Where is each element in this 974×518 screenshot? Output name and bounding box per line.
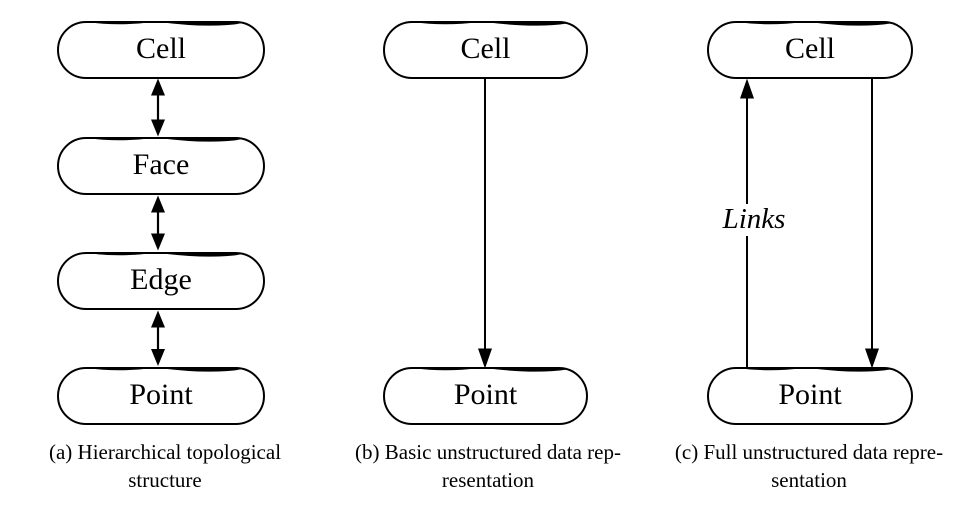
caption-line: (a) Hierarchical topological — [48, 440, 282, 464]
panel-c-down-arrow-cell-point — [865, 78, 879, 369]
node-label: Point — [129, 378, 193, 411]
panel-a-node-point: Point — [57, 367, 265, 425]
node-label: Point — [778, 378, 842, 411]
panel-a-double-arrow-cell-face — [151, 78, 165, 137]
caption-panel-a: (a) Hierarchical topological structure — [49, 438, 281, 494]
node-label: Edge — [130, 263, 192, 296]
node-label: Cell — [785, 32, 835, 65]
node-label: Face — [132, 148, 190, 181]
panel-c-node-point: Point — [707, 367, 913, 425]
panel-c-node-cell: Cell — [707, 21, 913, 79]
panel-a-node-face: Face — [57, 137, 265, 195]
panel-a-double-arrow-face-edge — [151, 195, 165, 251]
node-label: Cell — [460, 32, 511, 65]
panel-b-node-cell: Cell — [383, 21, 588, 79]
caption-line: (c) Full unstructured data repre- — [674, 440, 944, 464]
panel-a-node-cell: Cell — [57, 21, 265, 79]
panel-b-down-arrow-cell-point — [478, 78, 492, 369]
panel-a-double-arrow-edge-point — [151, 310, 165, 366]
links-edge-label: Links — [719, 203, 789, 236]
caption-panel-c: (c) Full unstructured data repre- sentat… — [675, 438, 943, 494]
caption-line: sentation — [771, 468, 847, 492]
caption-line: resentation — [441, 468, 535, 492]
caption-line: structure — [128, 468, 202, 492]
panel-a-node-edge: Edge — [57, 252, 265, 310]
node-label: Point — [453, 378, 518, 411]
panel-b-node-point: Point — [383, 367, 588, 425]
caption-panel-b: (b) Basic unstructured data rep- resenta… — [355, 438, 621, 494]
caption-line: (b) Basic unstructured data rep- — [355, 440, 621, 464]
node-label: Cell — [136, 32, 186, 65]
